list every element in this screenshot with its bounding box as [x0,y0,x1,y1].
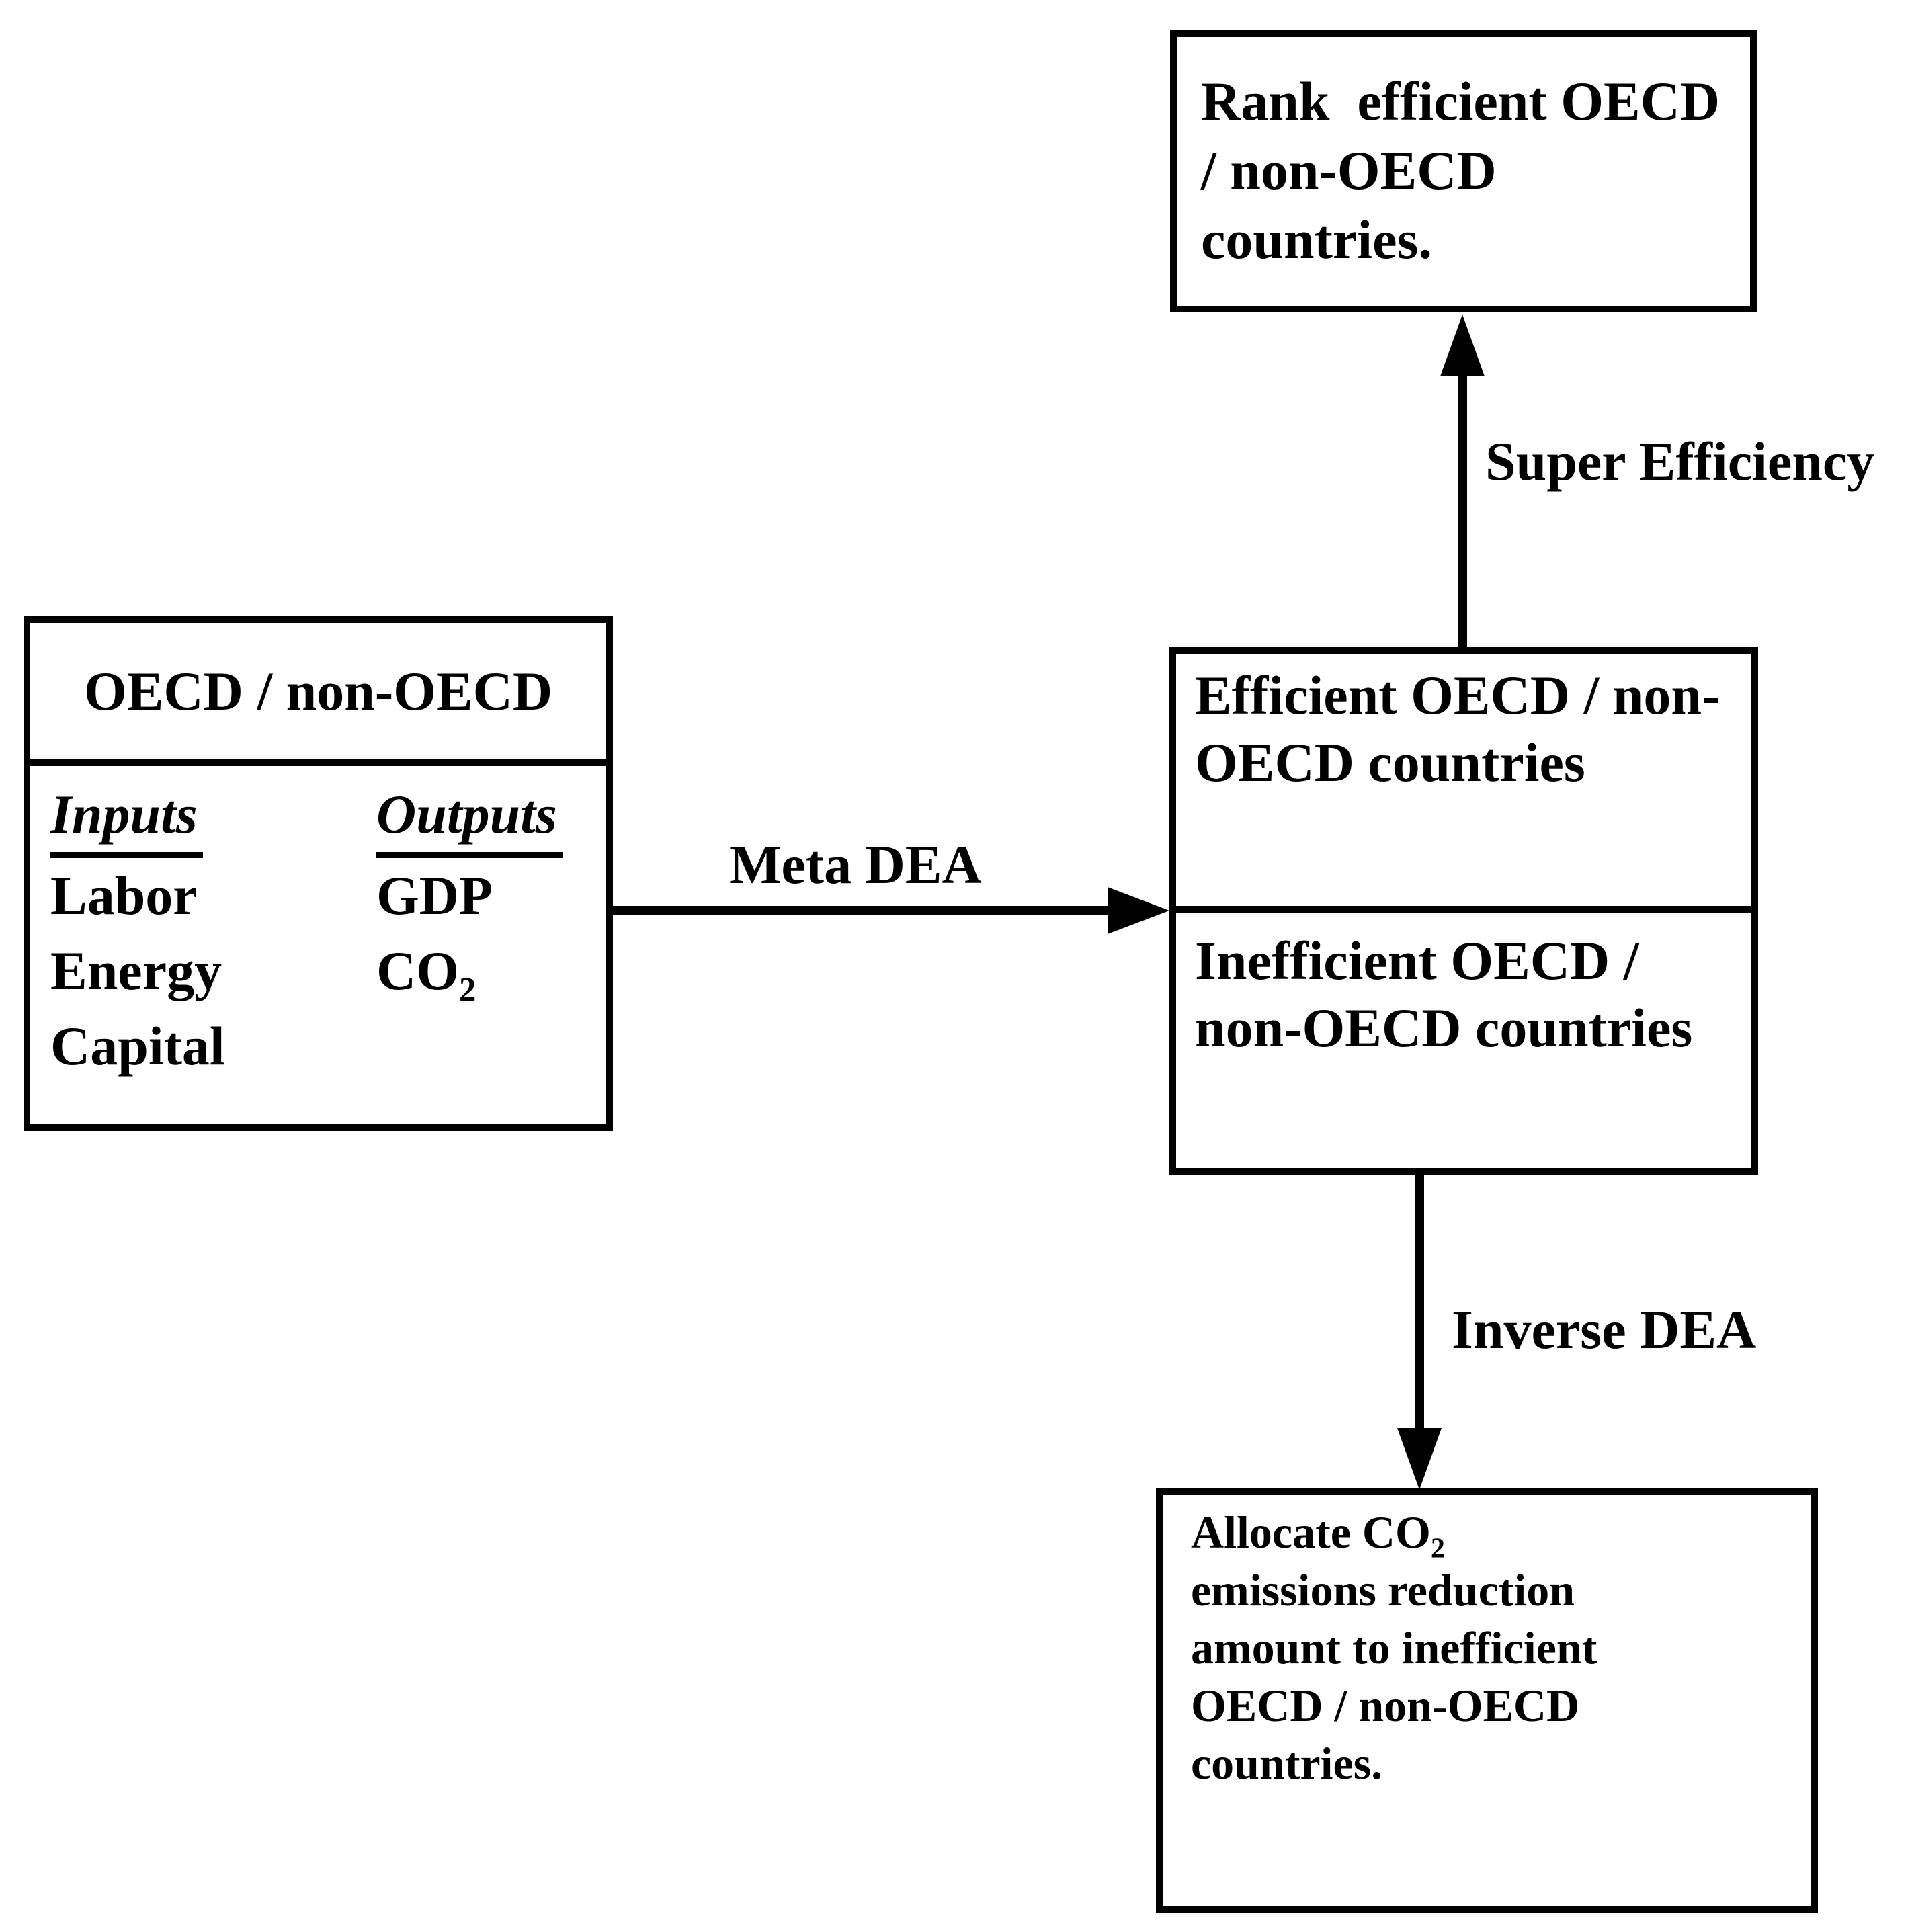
inefficient-compartment: Inefficient OECD / non-OECD countries [1176,913,1751,1062]
super-efficiency-arrowhead-up-icon [1440,314,1485,376]
source-box-body: Inputs Outputs Labor GDP Energy CO2 Capi… [30,766,606,1084]
co2-subscript: 2 [1430,1532,1445,1564]
io-header-row: Inputs Outputs [50,777,606,858]
inverse-dea-arrowhead-down-icon [1397,1428,1442,1490]
allocate-line: amount to inefficient [1191,1622,1597,1673]
source-box: OECD / non-OECD Inputs Outputs Labor GDP… [24,616,613,1131]
outputs-header-cell: Outputs [376,777,563,858]
inputs-header-cell: Inputs [50,777,376,858]
rank-box-line: Rank efficient OECD [1201,71,1720,132]
co2-subscript: 2 [459,970,476,1009]
inefficient-line: non-OECD countries [1195,997,1693,1058]
meta-dea-arrow-line [613,906,1113,915]
efficient-line: Efficient OECD / non- [1195,665,1720,726]
io-row: Capital [50,1009,606,1084]
super-efficiency-arrow-line [1458,374,1467,647]
rank-box-line: countries. [1201,209,1432,270]
efficient-compartment: Efficient OECD / non- OECD countries [1176,654,1751,913]
classified-box: Efficient OECD / non- OECD countries Ine… [1169,647,1758,1175]
source-box-title: OECD / non-OECD [30,623,606,766]
outputs-header: Outputs [376,777,563,858]
output-item: GDP [376,865,493,926]
io-row: Labor GDP [50,858,606,933]
efficient-line: OECD countries [1195,732,1585,793]
allocate-line: emissions reduction [1191,1564,1575,1615]
input-item: Labor [50,865,198,926]
rank-box-line: / non-OECD [1201,140,1497,201]
allocate-box: Allocate CO2 emissions reduction amount … [1156,1488,1818,1913]
input-item: Capital [50,1015,225,1077]
inefficient-line: Inefficient OECD / [1195,930,1639,991]
meta-dea-label: Meta DEA [729,834,982,895]
input-item: Energy [50,940,222,1001]
meta-dea-arrowhead-right-icon [1108,887,1169,934]
allocate-line: OECD / non-OECD [1191,1680,1580,1731]
inverse-dea-label: Inverse DEA [1452,1299,1757,1360]
rank-box: Rank efficient OECD / non-OECD countries… [1170,30,1757,312]
output-item-co2: CO2 [376,940,476,1009]
inverse-dea-arrow-line [1415,1175,1424,1433]
super-efficiency-label: Super Efficiency [1485,431,1875,492]
inputs-header: Inputs [50,777,203,858]
io-row: Energy CO2 [50,933,606,1009]
allocate-line: countries. [1191,1738,1383,1789]
allocate-line-co2: Allocate CO2 [1191,1507,1445,1564]
